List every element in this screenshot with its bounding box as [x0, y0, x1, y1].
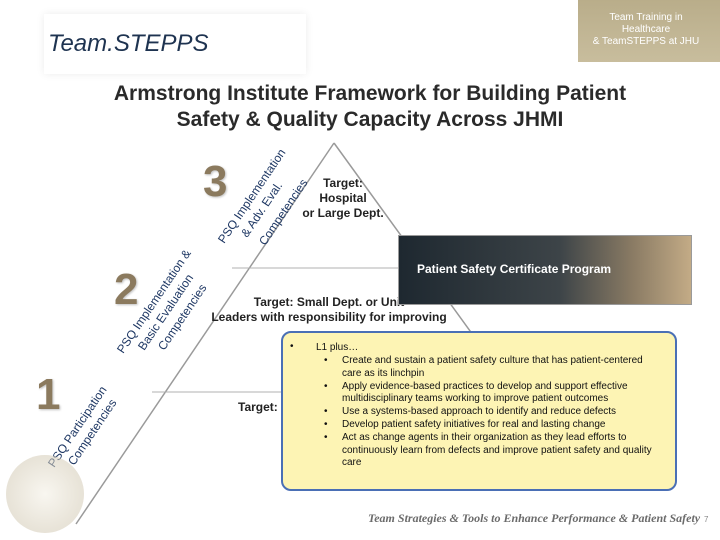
pyramid-left-edge — [75, 142, 335, 525]
header-line-2: Healthcare — [621, 24, 671, 35]
level-2-target-line-2: Leaders with responsibility for improvin… — [211, 310, 447, 324]
page-number: 7 — [704, 515, 709, 524]
level-2-target-line-1: Target: Small Dept. or Unit — [253, 295, 405, 309]
certificate-program-label: Patient Safety Certificate Program — [417, 262, 612, 276]
callout-list: Create and sustain a patient safety cult… — [322, 355, 662, 470]
level-1-number: 1 — [36, 370, 61, 419]
callout-main-bullet: • — [290, 341, 294, 352]
logo-teamstepps: Team.STEPPS — [48, 30, 209, 57]
callout-item-5: Act as change agents in their organizati… — [322, 432, 662, 470]
level-1-target: Target: — [238, 400, 278, 414]
callout-item-1: Create and sustain a patient safety cult… — [322, 355, 662, 380]
header-line-3: & TeamSTEPPS at JHU — [592, 36, 700, 47]
certificate-program-banner: Patient Safety Certificate Program — [398, 235, 692, 305]
level-2-number: 2 — [114, 265, 139, 314]
level-3-number: 3 — [203, 157, 228, 206]
level-3-target: Target: Hospital or Large Dept. — [298, 176, 388, 221]
callout-item-4: Develop patient safety initiatives for r… — [322, 419, 662, 432]
callout-item-3: Use a systems-based approach to identify… — [322, 406, 662, 419]
footer-tagline: Team Strategies & Tools to Enhance Perfo… — [368, 511, 701, 525]
header-line-1: Team Training in — [609, 12, 683, 23]
header-band — [578, 0, 720, 62]
level-3-target-line-3: or Large Dept. — [302, 206, 384, 220]
slide-title-line-2: Safety & Quality Capacity Across JHMI — [176, 108, 564, 131]
level-3-target-line-2: Hospital — [319, 191, 367, 205]
seal-watermark — [6, 455, 84, 533]
level-3-target-line-1: Target: — [323, 176, 363, 190]
logo-box — [44, 14, 306, 74]
callout-item-2: Apply evidence-based practices to develo… — [322, 381, 662, 406]
callout-heading: L1 plus… — [316, 342, 359, 353]
slide-title-line-1: Armstrong Institute Framework for Buildi… — [113, 82, 627, 105]
level-2-target: Target: Small Dept. or Unit Leaders with… — [200, 295, 458, 325]
